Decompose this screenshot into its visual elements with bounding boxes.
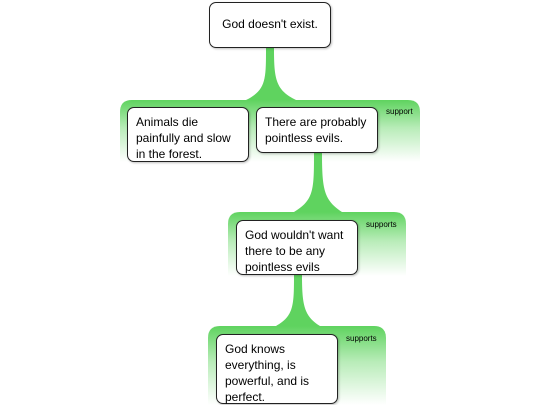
relation-label-2: supports [366,220,397,229]
premise-box-pointless-evils[interactable]: There are probably pointless evils. [256,107,378,153]
claim-box[interactable]: God doesn't exist. [209,2,331,48]
premise-box-god-wouldnt-want[interactable]: God wouldn't want there to be any pointl… [236,220,358,275]
premise-box-god-knows[interactable]: God knows everything, is powerful, and i… [216,334,338,404]
premise-text-pointless-evils: There are probably pointless evils. [265,115,367,145]
claim-text: God doesn't exist. [222,17,318,31]
connector-claim-to-group-1 [246,48,296,100]
premise-box-animals[interactable]: Animals die painfully and slow in the fo… [127,107,249,162]
relation-label-3: supports [346,334,377,343]
relation-label-1: support [386,107,413,116]
connector-group-2-to-group-3 [276,274,320,326]
premise-text-animals: Animals die painfully and slow in the fo… [136,115,231,161]
premise-text-god-knows: God knows everything, is powerful, and i… [225,342,310,404]
premise-text-god-wouldnt-want: God wouldn't want there to be any pointl… [245,228,344,274]
connector-group-1-to-group-2 [294,152,342,212]
